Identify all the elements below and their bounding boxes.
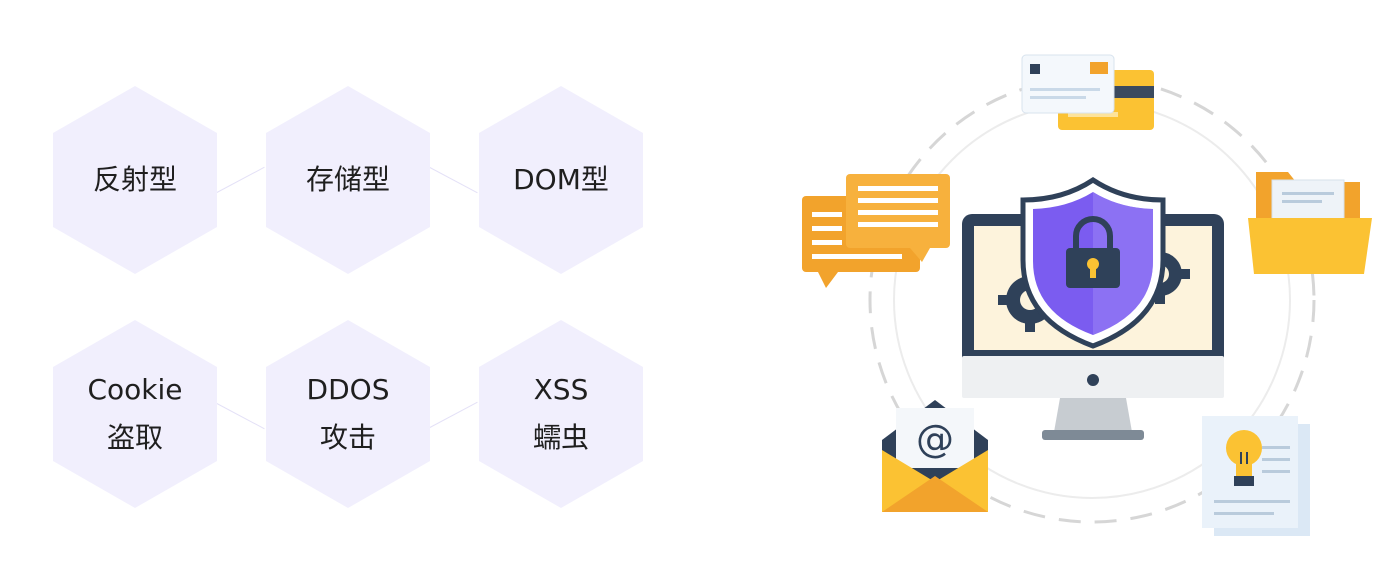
hex-reflected-xss[interactable]: 反射型 [53,86,217,274]
chat-bubble-icon [802,174,950,288]
hex-label-line2: 盗取 [106,421,163,454]
email-icon: @ [882,400,988,512]
hex-dom-xss[interactable]: DOM型 [479,86,643,274]
connector-line [427,401,478,429]
hex-label-line1: DDOS [306,373,390,406]
lightbulb-document-icon [1202,416,1310,536]
credit-card-icon [1021,54,1154,130]
hex-label-line1: Cookie [87,373,183,406]
hex-stored-xss[interactable]: 存储型 [266,86,430,274]
connector-line [427,166,478,194]
hex-label-line2: 攻击 [319,421,376,454]
hex-label: DOM型 [513,163,609,196]
security-illustration: @ [802,54,1372,536]
hex-ddos-attack[interactable]: DDOS 攻击 [266,320,430,508]
connector-line [214,402,265,430]
hex-xss-worm[interactable]: XSS 蠕虫 [479,320,643,508]
hex-label-line2: 蠕虫 [532,421,589,454]
hex-label-line1: XSS [533,373,589,406]
folder-icon [1248,172,1372,274]
svg-text:@: @ [916,417,954,461]
shield-lock-icon [1020,176,1166,349]
hex-cookie-theft[interactable]: Cookie 盗取 [53,320,217,508]
hex-label: 反射型 [92,163,177,196]
attack-types-panel: 反射型 存储型 DOM型 Cookie 盗取 DDOS 攻击 XSS 蠕虫 [53,86,643,508]
hex-label: 存储型 [305,163,390,196]
connector-line [214,166,265,194]
